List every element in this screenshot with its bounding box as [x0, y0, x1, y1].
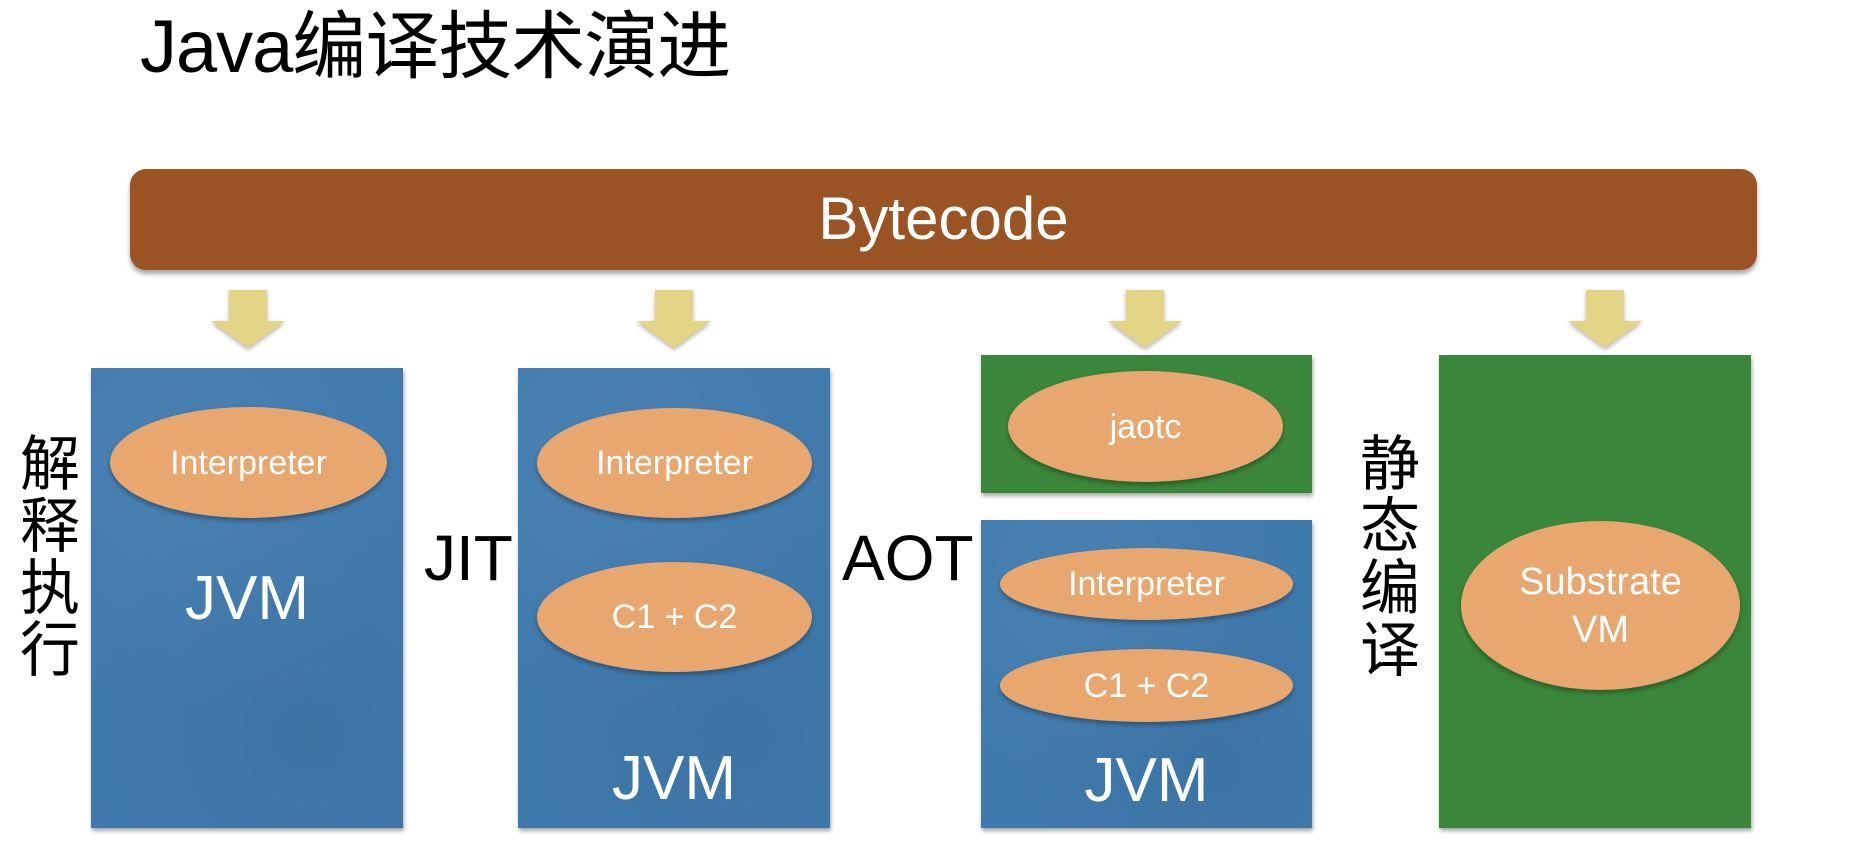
component-jaotc: jaotc [1008, 371, 1283, 482]
jvm-label: JVM [1084, 746, 1209, 815]
jvm-box-aot: Interpreter C1 + C2 JVM [981, 520, 1312, 828]
component-interpreter: Interpreter [1000, 548, 1293, 620]
side-label-interpretation: 解释执行 [20, 431, 80, 684]
jvm-label: JVM [185, 564, 309, 633]
side-label-aot: AOT [842, 522, 974, 594]
bytecode-label: Bytecode [818, 184, 1069, 252]
down-arrow-icon [211, 290, 285, 348]
down-arrow-icon [1108, 290, 1182, 348]
down-arrow-icon [1568, 290, 1642, 348]
side-label-static-compilation: 静态编译 [1360, 431, 1420, 684]
component-c1-c2: C1 + C2 [537, 562, 812, 672]
native-box-substrate: Substrate VM [1439, 355, 1751, 828]
component-interpreter: Interpreter [537, 408, 812, 518]
side-label-jit: JIT [424, 522, 513, 594]
bytecode-bar: Bytecode [130, 169, 1757, 270]
component-substrate-vm: Substrate VM [1461, 521, 1740, 690]
compiler-box-jaotc: jaotc [981, 355, 1312, 493]
page-title: Java编译技术演进 [140, 5, 731, 88]
down-arrow-icon [637, 290, 711, 348]
jvm-box-interpreter: Interpreter JVM [91, 368, 403, 828]
jvm-box-jit: Interpreter C1 + C2 JVM [518, 368, 830, 828]
jvm-label: JVM [612, 744, 736, 813]
component-interpreter: Interpreter [110, 407, 387, 518]
component-c1-c2: C1 + C2 [1000, 649, 1293, 722]
